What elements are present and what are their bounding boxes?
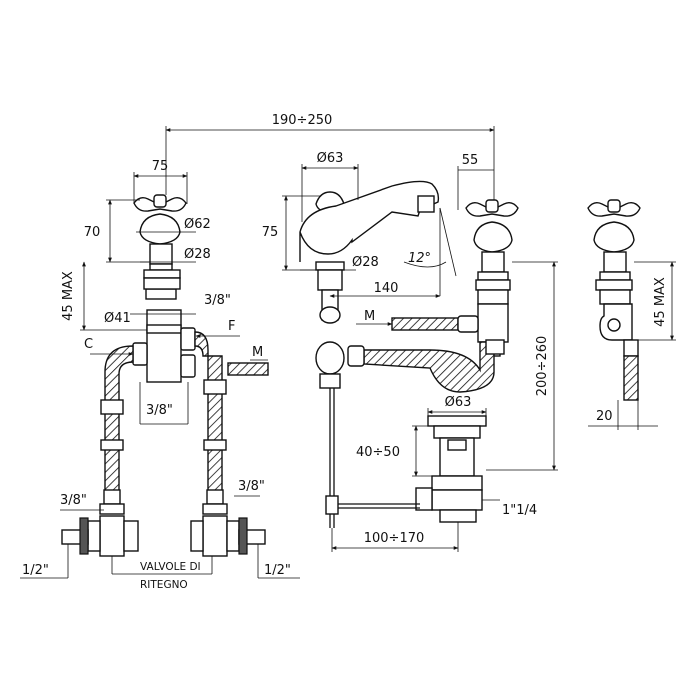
dim-spout-angle: 12° bbox=[408, 251, 431, 266]
mixer-outlet-hose bbox=[227, 362, 269, 376]
dim-inlet-left: 1/2" bbox=[22, 563, 49, 578]
dim-spout-reach: 140 bbox=[374, 281, 399, 296]
left-shank bbox=[143, 263, 181, 300]
dim-side-shank-length: 45 MAX bbox=[653, 277, 668, 327]
dim-spout-height: 75 bbox=[262, 225, 279, 240]
dim-waste-height: 40÷50 bbox=[356, 445, 400, 460]
label-valves-line1: VALVOLE DI bbox=[140, 561, 201, 573]
dim-thread-valve-left: 3/8" bbox=[60, 493, 87, 508]
label-valves-line2: RITEGNO bbox=[140, 579, 188, 591]
label-m-left: M bbox=[252, 345, 263, 360]
dim-body-diameter-left: Ø41 bbox=[104, 311, 131, 326]
right-side-assembly bbox=[587, 199, 641, 401]
left-assembly bbox=[61, 194, 269, 557]
left-cross-handle bbox=[133, 194, 187, 265]
dim-waste-thread: 1"1/4 bbox=[502, 503, 537, 518]
left-hose-hot bbox=[194, 331, 223, 501]
dim-thread-valve-right: 3/8" bbox=[238, 479, 265, 494]
dim-inlet-right: 1/2" bbox=[264, 563, 291, 578]
spout-body bbox=[299, 180, 440, 262]
popup-waste bbox=[325, 415, 487, 523]
left-hose-cold bbox=[104, 345, 134, 501]
dimension-texts: 190÷250 75 70 Ø62 Ø28 45 MAX Ø41 3/8" F … bbox=[22, 113, 668, 591]
dim-handle-width-left: 75 bbox=[152, 159, 169, 174]
dim-rod-distance: 100÷170 bbox=[364, 531, 425, 546]
dim-waste-diameter: Ø63 bbox=[445, 395, 472, 410]
dim-thread-top-left: 3/8" bbox=[204, 293, 231, 308]
dim-spout-shank: Ø28 bbox=[352, 255, 379, 270]
left-mixer-body bbox=[146, 309, 182, 383]
dim-shank-length-left: 45 MAX bbox=[61, 271, 76, 321]
dim-shank-diameter-left: Ø28 bbox=[184, 247, 211, 262]
center-hose-loop bbox=[363, 341, 495, 393]
dim-side-offset: 20 bbox=[596, 409, 613, 424]
dim-overall-width: 190÷250 bbox=[272, 113, 333, 128]
center-right-handle bbox=[465, 199, 519, 357]
center-assembly bbox=[299, 180, 519, 528]
dimension-lines bbox=[20, 126, 676, 579]
dim-spout-diameter: Ø63 bbox=[317, 151, 344, 166]
center-hose-m bbox=[391, 317, 459, 331]
dim-handle-height-left: 70 bbox=[84, 225, 101, 240]
label-c: C bbox=[84, 337, 93, 352]
check-valve-right bbox=[190, 489, 266, 557]
check-valve-left bbox=[61, 489, 139, 557]
dim-handle-diameter-left: Ø62 bbox=[184, 217, 211, 232]
label-f: F bbox=[228, 319, 235, 334]
dim-thread-bottom-left: 3/8" bbox=[146, 403, 173, 418]
label-m-center: M bbox=[364, 309, 375, 324]
dim-height-range: 200÷260 bbox=[535, 336, 550, 397]
dim-right-handle-offset: 55 bbox=[462, 153, 479, 168]
side-hose bbox=[623, 355, 639, 401]
